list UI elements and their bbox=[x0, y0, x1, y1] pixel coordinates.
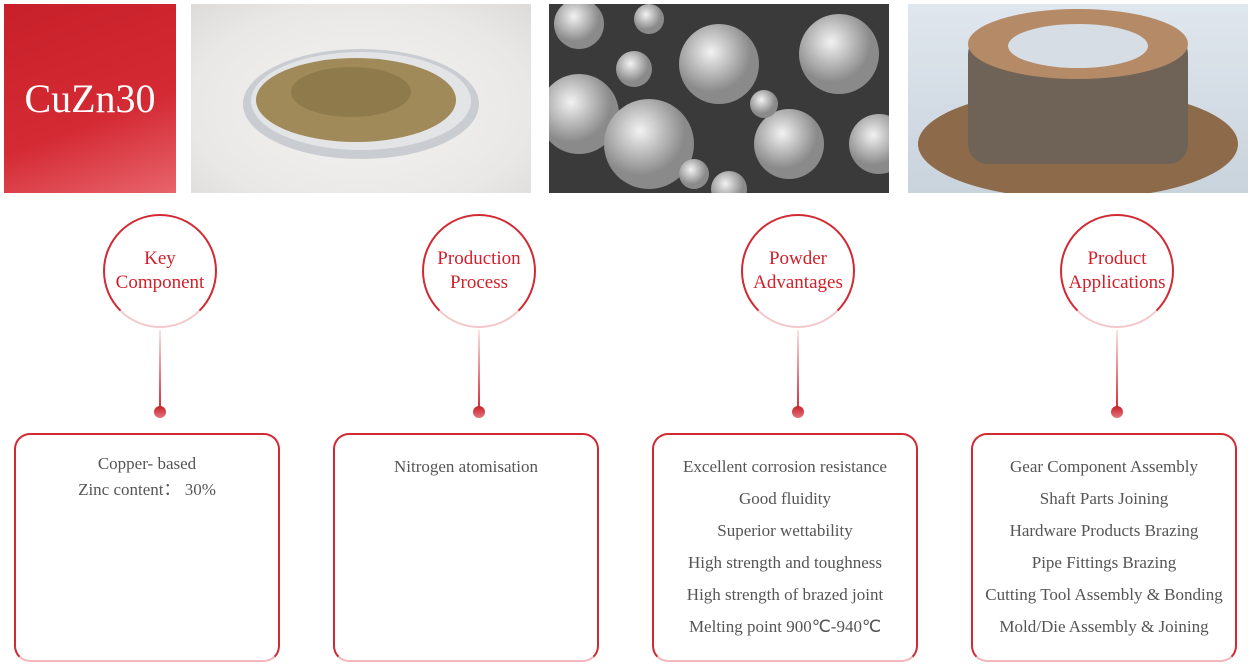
connector-line bbox=[797, 330, 799, 410]
gear-photo bbox=[908, 4, 1248, 193]
info-box: Nitrogen atomisation bbox=[333, 433, 599, 662]
list-item: Pipe Fittings Brazing bbox=[1031, 553, 1177, 572]
connector-line bbox=[478, 330, 480, 410]
heading-line: Applications bbox=[1068, 272, 1166, 293]
heading-line: Advantages bbox=[753, 272, 843, 293]
list-item: Gear Component Assembly bbox=[1010, 457, 1198, 476]
connector-dot bbox=[1111, 406, 1123, 418]
connector-dot bbox=[473, 406, 485, 418]
list-item: Cutting Tool Assembly & Bonding bbox=[985, 585, 1223, 604]
product-title-block: CuZn30 bbox=[4, 4, 176, 193]
list-item: Melting point 900℃-940℃ bbox=[688, 617, 882, 636]
list-item: Nitrogen atomisation bbox=[393, 457, 538, 476]
info-box: Gear Component Assembly Shaft Parts Join… bbox=[971, 433, 1237, 662]
list-item: Mold/Die Assembly & Joining bbox=[999, 617, 1209, 636]
list-item: Copper- based bbox=[97, 454, 197, 473]
list-item: High strength and toughness bbox=[687, 553, 883, 572]
heading-line: Powder bbox=[768, 248, 828, 269]
info-box: Excellent corrosion resistance Good flui… bbox=[652, 433, 918, 662]
list-item: High strength of brazed joint bbox=[686, 585, 884, 604]
info-box: Copper- based Zinc content： 30% bbox=[14, 433, 280, 662]
heading-line: Production bbox=[437, 248, 521, 269]
list-item: Excellent corrosion resistance bbox=[683, 457, 887, 476]
heading-line: Key bbox=[144, 248, 176, 269]
connector-line bbox=[1116, 330, 1118, 410]
sem-particles-photo bbox=[549, 4, 889, 193]
list-item: Superior wettability bbox=[717, 521, 853, 540]
list-item: Zinc content： 30% bbox=[78, 480, 216, 499]
connector-line bbox=[159, 330, 161, 410]
heading-line: Product bbox=[1087, 248, 1147, 269]
powder-dish-photo bbox=[191, 4, 531, 193]
connector-dot bbox=[792, 406, 804, 418]
product-title: CuZn30 bbox=[24, 76, 156, 121]
connector-dot bbox=[154, 406, 166, 418]
heading-line: Process bbox=[449, 272, 509, 293]
list-item: Good fluidity bbox=[738, 489, 832, 508]
list-item: Shaft Parts Joining bbox=[1039, 489, 1169, 508]
list-item: Hardware Products Brazing bbox=[1009, 521, 1199, 540]
heading-line: Component bbox=[115, 272, 205, 293]
